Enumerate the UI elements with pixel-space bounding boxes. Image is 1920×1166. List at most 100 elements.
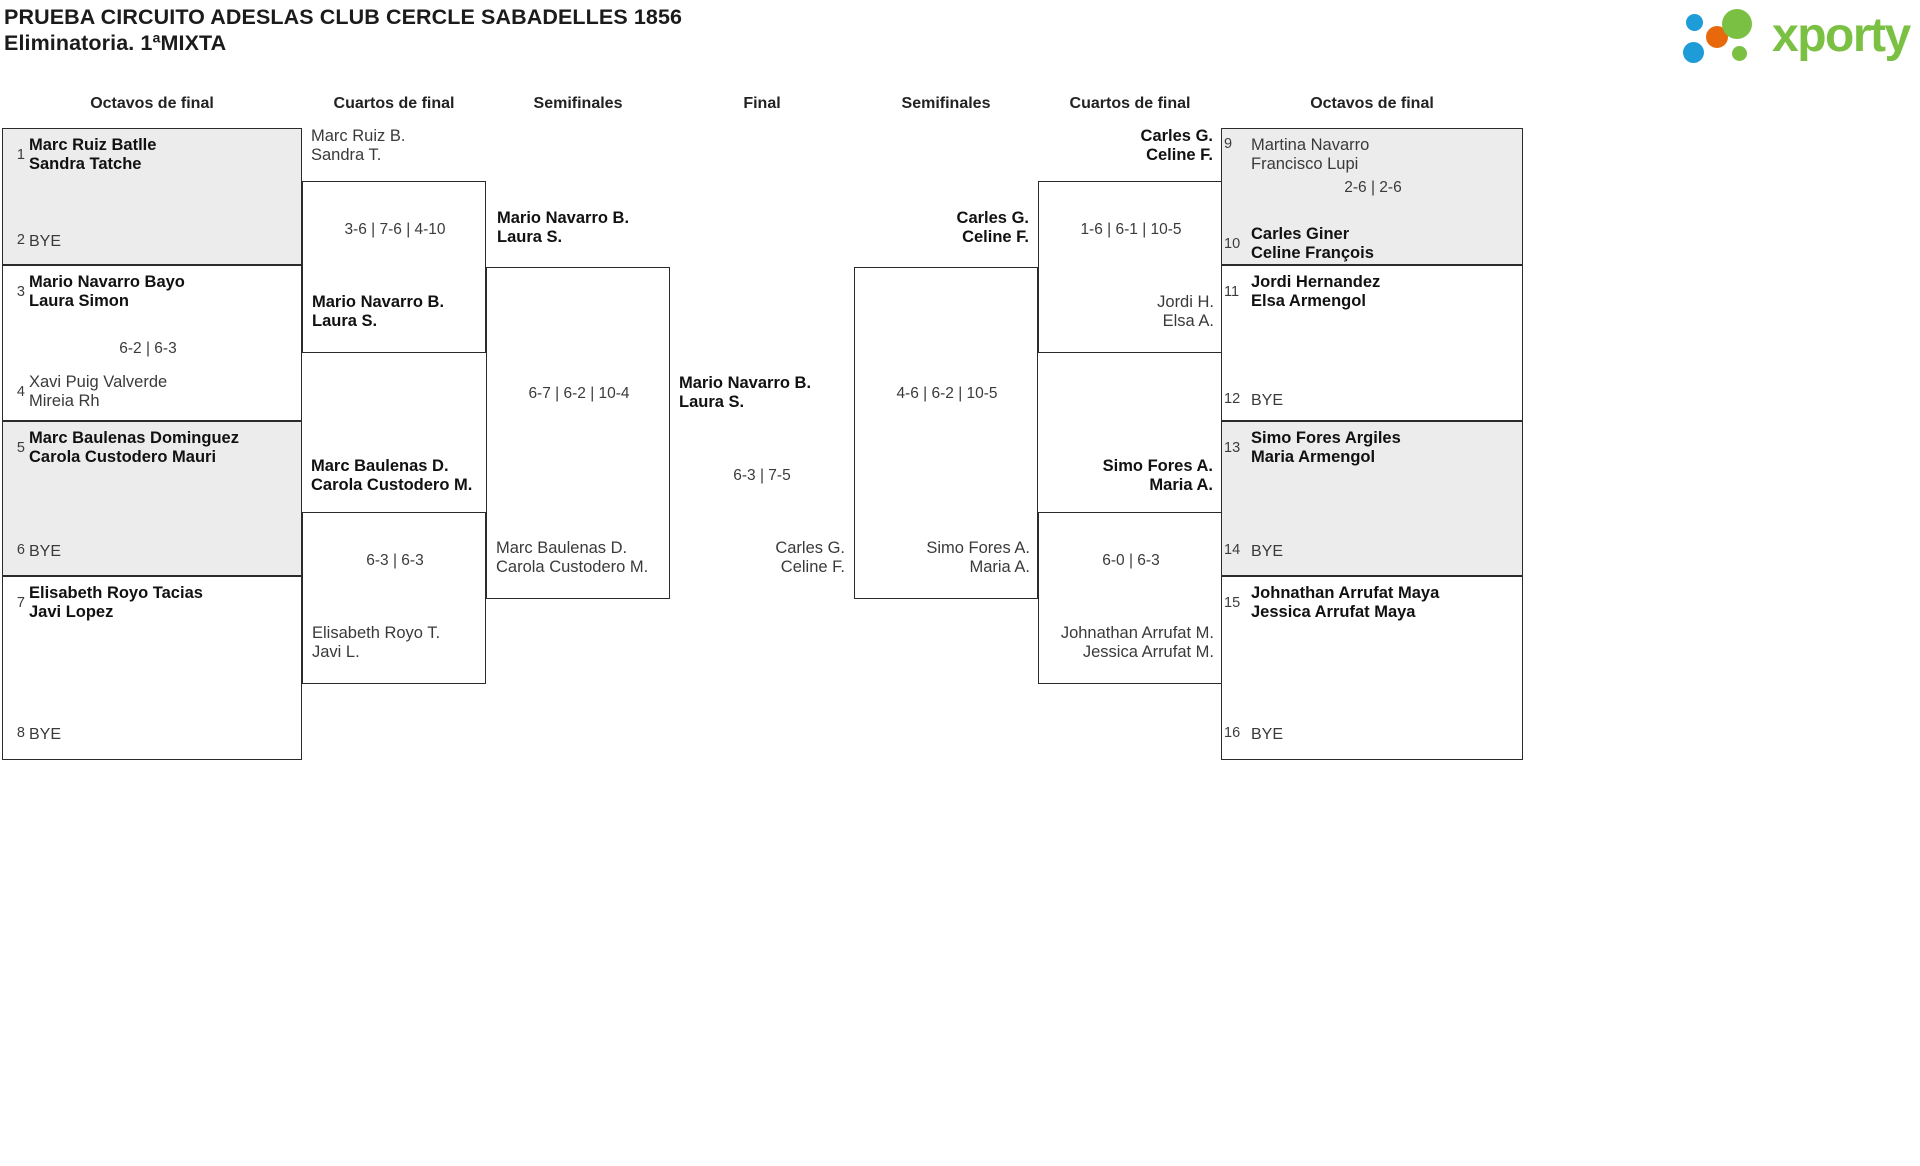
qf-left-2-top-line1: Marc Baulenas D. — [311, 457, 449, 475]
team-name-line2: Elsa Armengol — [1251, 292, 1366, 310]
match-box-left-sf-1[interactable]: 6-7 | 6-2 | 10-4 Marc Baulenas D. Carola… — [486, 267, 670, 599]
xporty-logo[interactable]: xporty — [1680, 6, 1911, 68]
team-name-line1: BYE — [1251, 392, 1284, 409]
team-name-line1: Marc Baulenas Dominguez — [29, 429, 239, 447]
team-name-line2: Jessica Arrufat M. — [1082, 643, 1214, 661]
match-box-right-r16-4[interactable]: 15 Johnathan Arrufat Maya Jessica Arrufa… — [1221, 576, 1523, 760]
team-name-line1: BYE — [29, 233, 62, 250]
team-name-line2: Jessica Arrufat Maya — [1251, 603, 1416, 621]
match-box-right-qf-1[interactable]: 1-6 | 6-1 | 10-5 Jordi H. Elsa A. — [1038, 181, 1222, 353]
team-name-line1: BYE — [1251, 726, 1284, 743]
round-heading-right-r16: Octavos de final — [1310, 95, 1434, 112]
match-box-right-sf-1[interactable]: 4-6 | 6-2 | 10-5 Simo Fores A. Maria A. — [854, 267, 1038, 599]
round-heading-final: Final — [743, 95, 781, 112]
match-box-right-r16-2[interactable]: 11 Jordi Hernandez Elsa Armengol 12 BYE — [1221, 265, 1523, 421]
team-name-line1: Johnathan Arrufat Maya — [1251, 584, 1440, 602]
seed-number: 4 — [16, 384, 25, 400]
team-name-line1: Elisabeth Royo T. — [312, 624, 441, 642]
seed-number: 1 — [16, 147, 25, 163]
qf-right-1-top-line2: Celine F. — [1146, 146, 1213, 164]
round-heading-right-qf: Cuartos de final — [1069, 95, 1191, 112]
team-name-line1: Simo Fores A. — [926, 539, 1030, 557]
qf-right-2-top-line2: Maria A. — [1149, 476, 1213, 494]
tournament-title-block: PRUEBA CIRCUITO ADESLAS CLUB CERCLE SABA… — [4, 4, 682, 56]
logo-dot-green-big — [1722, 9, 1752, 39]
team-name-line2: Carola Custodero Mauri — [29, 448, 217, 466]
match-box-right-r16-3[interactable]: 13 Simo Fores Argiles Maria Armengol 14 … — [1221, 421, 1523, 576]
team-name-line2: Francisco Lupi — [1251, 155, 1359, 173]
seed-number: 3 — [16, 284, 25, 300]
team-name-line1: Mario Navarro Bayo — [29, 273, 185, 291]
logo-dot-blue-top — [1686, 14, 1703, 31]
team-name-line1: Simo Fores Argiles — [1251, 429, 1401, 447]
team-name-line1: Elisabeth Royo Tacias — [29, 584, 203, 602]
team-name-line2: Maria Armengol — [1251, 448, 1376, 466]
match-box-left-r16-3[interactable]: 5 Marc Baulenas Dominguez Carola Custode… — [2, 421, 302, 576]
team-name-line1: Xavi Puig Valverde — [29, 373, 168, 391]
match-score: 4-6 | 6-2 | 10-5 — [896, 385, 998, 402]
match-box-left-qf-2[interactable]: 6-3 | 6-3 Elisabeth Royo T. Javi L. — [302, 512, 486, 684]
match-score: 6-7 | 6-2 | 10-4 — [528, 385, 630, 402]
round-heading-left-qf: Cuartos de final — [333, 95, 455, 112]
seed-number: 11 — [1224, 284, 1240, 300]
team-name-line1: Jordi Hernandez — [1251, 273, 1381, 291]
team-name-line2: Laura S. — [312, 312, 378, 330]
seed-number: 8 — [16, 725, 25, 741]
final-bottom-line1: Carles G. — [775, 539, 845, 557]
match-score: 6-2 | 6-3 — [119, 340, 177, 357]
match-box-left-r16-1[interactable]: 1 Marc Ruiz Batlle Sandra Tatche 2 BYE — [2, 128, 302, 265]
team-name-line1: BYE — [1251, 543, 1284, 560]
match-score: 6-3 | 6-3 — [366, 552, 424, 569]
page-header: PRUEBA CIRCUITO ADESLAS CLUB CERCLE SABA… — [0, 0, 1920, 86]
team-name-line2: Javi L. — [312, 643, 360, 661]
team-name-line2: Javi Lopez — [29, 603, 114, 621]
team-name-line2: Carola Custodero M. — [496, 558, 649, 576]
round-heading-left-sf: Semifinales — [533, 95, 623, 112]
team-name-line2: Laura Simon — [29, 292, 129, 310]
seed-number: 14 — [1224, 542, 1241, 558]
qf-right-1-top-line1: Carles G. — [1140, 127, 1213, 145]
final-top-line2: Laura S. — [679, 393, 745, 411]
sf-left-top-line2: Laura S. — [497, 228, 563, 246]
seed-number: 5 — [16, 440, 25, 456]
team-name-line1: Mario Navarro B. — [312, 293, 445, 311]
tournament-name: PRUEBA CIRCUITO ADESLAS CLUB CERCLE SABA… — [4, 5, 683, 29]
team-name-line1: BYE — [29, 726, 62, 743]
qf-right-2-top-line1: Simo Fores A. — [1102, 457, 1213, 475]
match-score: 2-6 | 2-6 — [1344, 179, 1402, 196]
final-score: 6-3 | 7-5 — [733, 467, 791, 484]
tournament-phase: Eliminatoria. 1ªMIXTA — [4, 31, 227, 55]
seed-number: 16 — [1224, 725, 1241, 741]
match-box-left-qf-1[interactable]: 3-6 | 7-6 | 4-10 Mario Navarro B. Laura … — [302, 181, 486, 353]
seed-number: 12 — [1224, 391, 1241, 407]
match-box-left-r16-4[interactable]: 7 Elisabeth Royo Tacias Javi Lopez 8 BYE — [2, 576, 302, 760]
match-box-right-r16-1[interactable]: 9 Martina Navarro Francisco Lupi 2-6 | 2… — [1221, 128, 1523, 265]
match-score: 6-0 | 6-3 — [1102, 552, 1160, 569]
team-name-line1: Johnathan Arrufat M. — [1060, 624, 1214, 642]
team-name-line1: Martina Navarro — [1251, 136, 1370, 154]
sf-right-top-line2: Celine F. — [962, 228, 1029, 246]
team-name-line2: Mireia Rh — [29, 392, 100, 410]
match-box-left-r16-2[interactable]: 3 Mario Navarro Bayo Laura Simon 6-2 | 6… — [2, 265, 302, 421]
round-heading-right-sf: Semifinales — [901, 95, 991, 112]
seed-number: 7 — [16, 595, 25, 611]
team-name-line1: Carles Giner — [1251, 225, 1350, 243]
final-bottom-line2: Celine F. — [780, 558, 845, 576]
match-score: 3-6 | 7-6 | 4-10 — [344, 221, 446, 238]
team-name-line1: Jordi H. — [1157, 293, 1214, 311]
final-top-line1: Mario Navarro B. — [679, 374, 812, 392]
team-name-line2: Celine François — [1251, 244, 1374, 262]
team-name-line1: Marc Baulenas D. — [496, 539, 628, 557]
seed-number: 10 — [1224, 236, 1241, 252]
seed-number: 15 — [1224, 595, 1241, 611]
match-score: 1-6 | 6-1 | 10-5 — [1080, 221, 1182, 238]
logo-dot-blue-bottom — [1683, 42, 1704, 63]
team-name-line2: Sandra Tatche — [29, 155, 142, 173]
seed-number: 9 — [1224, 136, 1233, 152]
match-box-right-qf-2[interactable]: 6-0 | 6-3 Johnathan Arrufat M. Jessica A… — [1038, 512, 1222, 684]
team-name-line1: Marc Ruiz Batlle — [29, 136, 157, 154]
logo-dot-green-small — [1732, 46, 1747, 61]
team-name-line1: BYE — [29, 543, 62, 560]
team-name-line2: Elsa A. — [1162, 312, 1214, 330]
round-heading-left-r16: Octavos de final — [90, 95, 214, 112]
